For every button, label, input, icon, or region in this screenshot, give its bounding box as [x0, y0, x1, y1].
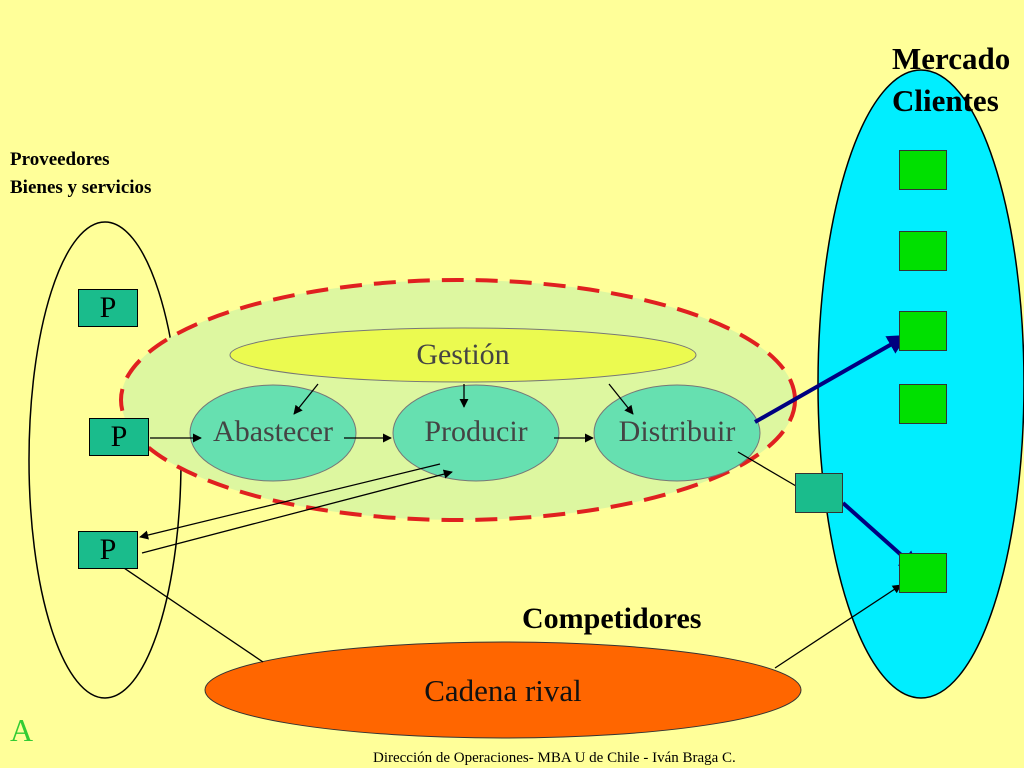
suppliers-title: Proveedores — [10, 149, 110, 170]
rival-chain-oval — [204, 641, 802, 739]
customer-box — [899, 231, 947, 271]
suppliers-subtitle: Bienes y servicios — [10, 177, 152, 198]
arrow-producir-to-supplier — [139, 463, 441, 540]
slide-corner-letter: A — [10, 712, 34, 748]
line-distribuir-intermediary — [737, 451, 797, 487]
supplier-box: P — [78, 289, 138, 327]
customer-box — [899, 384, 947, 424]
clientes-label: Clientes — [892, 83, 999, 118]
customer-box — [899, 553, 947, 593]
supplier-box-label: P — [110, 420, 128, 453]
abastecer-label: Abastecer — [213, 415, 333, 448]
arrow-supplier-to-producir — [141, 469, 453, 554]
market-heading: Mercado Clientes — [892, 38, 1010, 122]
line-supplier-rival — [117, 563, 264, 663]
management-label: Gestión — [416, 338, 510, 371]
arrow-management-distribuir — [608, 383, 634, 415]
management-oval — [229, 327, 697, 383]
customer-box — [899, 311, 947, 351]
competitors-heading: Competidores — [522, 602, 702, 635]
suppliers-heading: Proveedores Bienes y servicios — [10, 146, 151, 202]
supplier-box-label: P — [99, 291, 117, 324]
producir-label: Producir — [424, 415, 528, 448]
producir-oval — [392, 384, 560, 482]
abastecer-oval — [189, 384, 357, 482]
arrow-rival-customer — [774, 584, 902, 669]
mercado-label: Mercado — [892, 41, 1011, 76]
arrow-distribuir-customer — [754, 334, 908, 424]
intermediary-box — [795, 473, 843, 513]
supplier-box: P — [78, 531, 138, 569]
distribuir-oval — [593, 384, 761, 482]
supplier-box: P — [89, 418, 149, 456]
supplier-box-label: P — [99, 533, 117, 566]
customer-box — [899, 150, 947, 190]
footer-credit: Dirección de Operaciones- MBA U de Chile… — [373, 750, 736, 766]
rival-chain-label: Cadena rival — [424, 673, 582, 708]
distribuir-label: Distribuir — [618, 415, 736, 448]
arrow-management-abastecer — [293, 383, 319, 415]
